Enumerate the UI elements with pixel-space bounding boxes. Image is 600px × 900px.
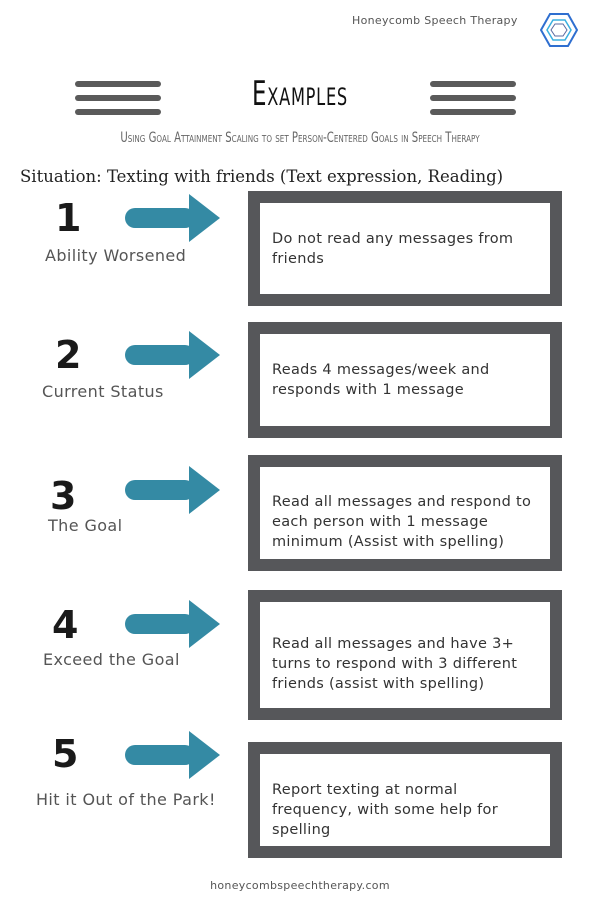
- description-box: Read all messages and have 3+ turns to r…: [248, 590, 562, 720]
- page-subtitle: Using Goal Attainment Scaling to set Per…: [120, 130, 480, 146]
- situation-heading: Situation: Texting with friends (Text ex…: [20, 167, 504, 186]
- level-number: 1: [55, 196, 82, 240]
- level-description: Read all messages and have 3+ turns to r…: [272, 636, 518, 692]
- level-number: 3: [50, 474, 77, 518]
- level-description: Read all messages and respond to each pe…: [272, 494, 532, 550]
- level-description: Report texting at normal frequency, with…: [272, 782, 498, 838]
- level-number: 4: [52, 603, 79, 647]
- level-label: Exceed the Goal: [43, 650, 180, 669]
- arrow-right-icon: [125, 331, 220, 379]
- description-box: Do not read any messages from friends: [248, 191, 562, 306]
- hexagon-logo-icon: [540, 13, 578, 47]
- brand-name: Honeycomb Speech Therapy: [352, 14, 518, 27]
- decorative-bars-right: [430, 81, 516, 123]
- page-title: Examples: [252, 74, 348, 114]
- level-label: Ability Worsened: [45, 246, 187, 265]
- level-description: Reads 4 messages/week and responds with …: [272, 362, 490, 398]
- level-label: Hit it Out of the Park!: [36, 790, 216, 809]
- arrow-right-icon: [125, 600, 220, 648]
- level-label: The Goal: [48, 516, 123, 535]
- level-number: 5: [52, 732, 79, 776]
- arrow-right-icon: [125, 731, 220, 779]
- footer-website: honeycombspeechtherapy.com: [210, 879, 390, 892]
- description-box: Read all messages and respond to each pe…: [248, 455, 562, 571]
- level-number: 2: [55, 333, 82, 377]
- arrow-right-icon: [125, 466, 220, 514]
- arrow-right-icon: [125, 194, 220, 242]
- description-box: Report texting at normal frequency, with…: [248, 742, 562, 858]
- description-box: Reads 4 messages/week and responds with …: [248, 322, 562, 438]
- level-label: Current Status: [42, 382, 164, 401]
- decorative-bars-left: [75, 81, 161, 123]
- level-description: Do not read any messages from friends: [272, 230, 514, 267]
